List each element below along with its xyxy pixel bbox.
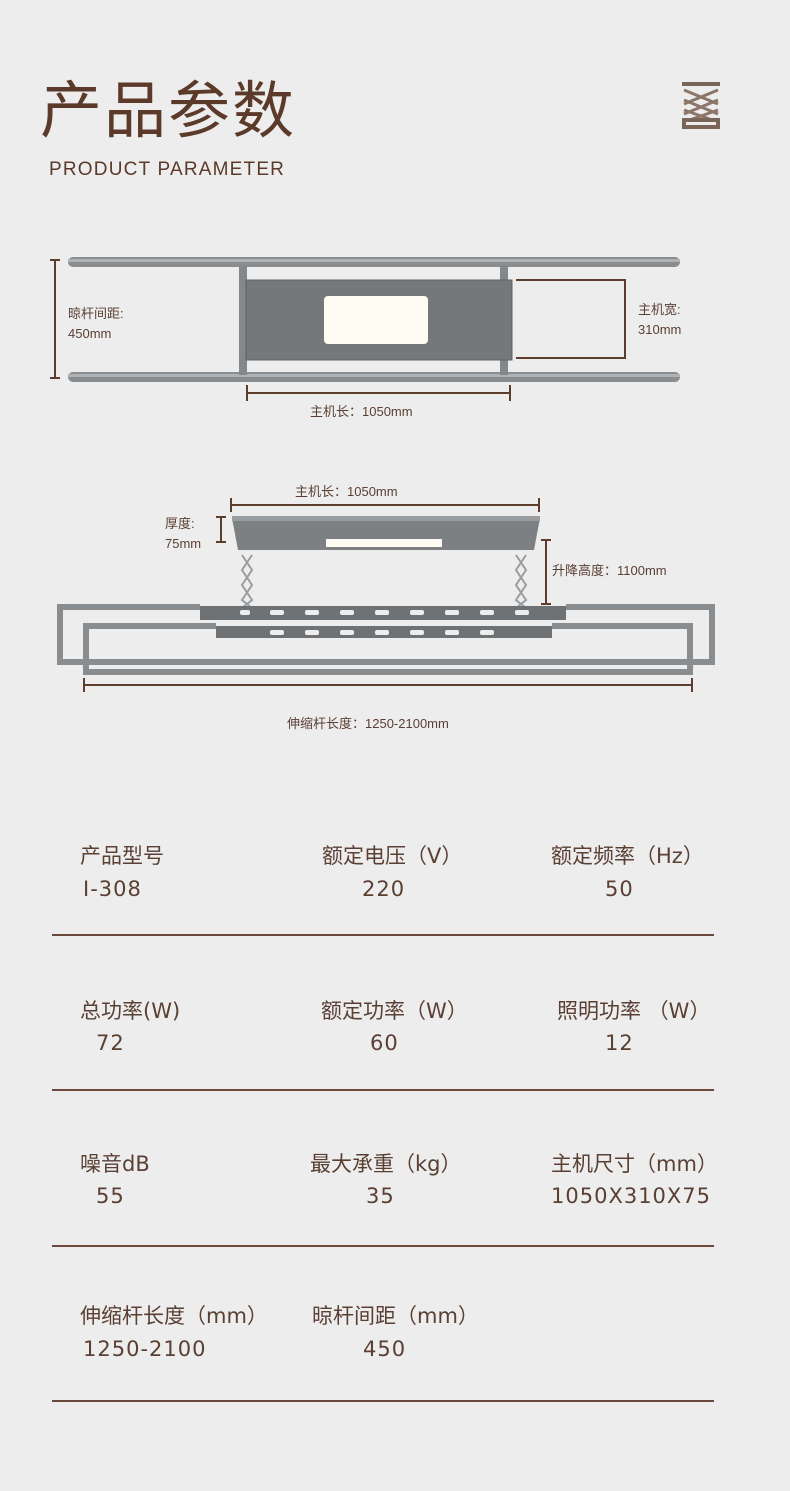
host-width-dimension (516, 279, 626, 359)
pole-spacing-value: 450mm (68, 326, 112, 341)
lift-height-dimension (541, 539, 551, 605)
host-length-label: 主机长：1050mm (310, 404, 413, 419)
pole-spacing-label: 晾杆间距: (68, 306, 124, 321)
spec-label: 主机尺寸（mm） (551, 1152, 718, 1176)
host-width-label: 主机宽: (638, 302, 681, 317)
spec-label: 最大承重（kg） (310, 1152, 462, 1176)
spec-label: 总功率(W) (80, 999, 181, 1023)
host-length-dimension (246, 385, 511, 401)
spec-value: 1050X310X75 (551, 1184, 712, 1208)
spec-label: 晾杆间距（mm） (312, 1304, 479, 1328)
pole-spacing-dimension (50, 259, 60, 379)
divider (52, 934, 714, 936)
spec-label: 额定功率（W） (321, 999, 468, 1023)
spec-value: 60 (370, 1031, 399, 1055)
page-title: 产品参数 (40, 74, 297, 147)
spec-value: 220 (362, 877, 406, 901)
side-view-diagram (57, 498, 715, 692)
spec-label: 额定频率（Hz） (551, 844, 704, 868)
bottom-pole (68, 372, 680, 382)
spec-label: 噪音dB (80, 1152, 150, 1176)
rod-length-dimension (83, 678, 693, 692)
thickness-label: 厚度: (165, 516, 195, 531)
spec-label: 照明功率 （W） (557, 999, 711, 1023)
light-strip (326, 539, 442, 547)
host-body (232, 518, 540, 550)
side-host-length-label: 主机长：1050mm (295, 484, 398, 499)
spec-value: 55 (96, 1184, 125, 1208)
host-width-value: 310mm (638, 322, 682, 337)
page-subtitle: PRODUCT PARAMETER (49, 159, 286, 180)
spec-value: I-308 (83, 877, 142, 901)
clothes-poles (57, 604, 715, 675)
lift-height-label: 升降高度：1100mm (552, 563, 667, 578)
scissor-arm-right (514, 554, 528, 609)
thickness-dimension (216, 516, 226, 543)
spec-value: 35 (366, 1184, 395, 1208)
spec-value: 12 (605, 1031, 634, 1055)
rod-length-label: 伸缩杆长度：1250-2100mm (287, 716, 449, 731)
light-panel (324, 296, 428, 344)
thickness-value: 75mm (165, 536, 202, 551)
spec-value: 50 (605, 877, 634, 901)
spec-label: 产品型号 (80, 844, 164, 868)
host-length-dimension (230, 498, 540, 512)
spec-label: 额定电压（V） (322, 844, 463, 868)
top-view-diagram (50, 257, 680, 401)
divider (52, 1089, 714, 1091)
divider (52, 1400, 714, 1402)
scissor-lift-icon (682, 82, 720, 129)
spec-value: 72 (96, 1031, 125, 1055)
scissor-arm-left (240, 554, 254, 609)
spec-label: 伸缩杆长度（mm） (80, 1304, 268, 1328)
spec-value: 450 (363, 1337, 407, 1361)
divider (52, 1245, 714, 1247)
spec-value: 1250-2100 (83, 1337, 207, 1361)
top-pole (68, 257, 680, 267)
